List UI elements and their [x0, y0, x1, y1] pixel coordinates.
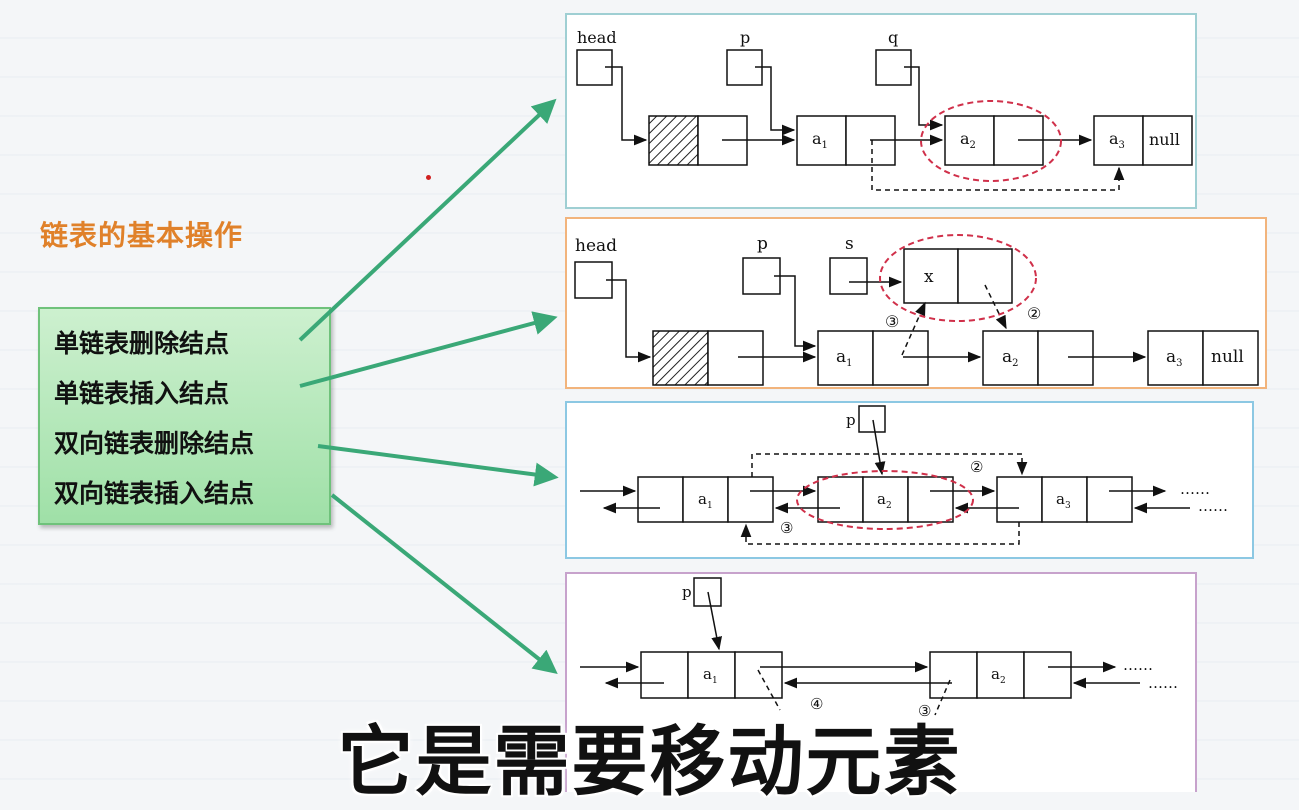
node-a2-data: [862, 476, 909, 523]
p-pointer-box: [858, 405, 886, 433]
node-a2-data: [976, 651, 1025, 699]
arrow-to-panel4: [330, 493, 558, 674]
diagram-singly-delete: [576, 49, 1193, 191]
dots-label-bottom: ……: [1148, 674, 1178, 692]
p-label: p: [846, 411, 856, 429]
step3-label: ③: [918, 702, 931, 720]
p-pointer-box: [742, 257, 781, 295]
subtitle-caption: 它是需要移动元素: [337, 717, 962, 806]
x-label: x: [924, 267, 934, 287]
arrow-to-panel1: [298, 98, 557, 342]
highlight-x: [879, 234, 1037, 322]
head-node-next: [707, 330, 764, 386]
diagram-singly-insert: [574, 234, 1259, 386]
section-title: 链表的基本操作: [40, 219, 244, 252]
s-pointer-box: [829, 257, 868, 295]
diagram-doubly-delete: [580, 405, 1190, 545]
s-label: s: [845, 234, 854, 254]
head-node-data: [648, 115, 699, 166]
node-a1-next: [872, 330, 929, 386]
a1-label: a1: [812, 129, 828, 151]
node-a3-data: [1147, 330, 1204, 386]
diagram-canvas: head p q a1 a2 a3 null head p s x: [298, 28, 1259, 720]
null-label: null: [1149, 130, 1180, 149]
arrow-to-panel2: [299, 311, 558, 388]
node-x-next: [957, 248, 1013, 304]
operations-box: 单链表删除结点 单链表插入结点 双向链表删除结点 双向链表插入结点: [38, 307, 331, 525]
null-label: null: [1211, 347, 1244, 367]
diagram-doubly-insert: [580, 577, 1140, 716]
a2-label: a2: [877, 490, 892, 511]
op-doubly-insert: 双向链表插入结点: [54, 479, 255, 508]
a2-label: a2: [991, 665, 1006, 686]
a1-label: a1: [698, 490, 713, 511]
panel-singly-delete: [565, 13, 1197, 209]
head-node-data: [652, 330, 709, 386]
highlight-a2: [920, 100, 1062, 182]
diagram3-labels: p a1 a2 a3 ② ③ …… ……: [698, 411, 1228, 537]
node-a1-data: [796, 115, 847, 166]
node-x-data: [903, 248, 959, 304]
p-label: p: [740, 28, 750, 47]
dots-label-top: ……: [1180, 480, 1210, 498]
q-label: q: [888, 28, 898, 47]
dots-label-bottom: ……: [1198, 497, 1228, 515]
op-singly-insert: 单链表插入结点: [54, 379, 230, 408]
p-label: p: [757, 234, 768, 254]
node-a2-data: [944, 115, 995, 166]
op-doubly-delete: 双向链表删除结点: [54, 429, 255, 458]
step2-label: ②: [970, 458, 983, 476]
step4-label: ④: [810, 695, 823, 713]
node-a2-next: [1037, 330, 1094, 386]
head-label: head: [577, 28, 617, 47]
node-a1-data: [817, 330, 874, 386]
a3-label: a3: [1109, 129, 1125, 151]
diagram4-labels: p a1 a2 ④ ③ …… ……: [682, 583, 1178, 720]
node-a3-next: [1202, 330, 1259, 386]
a2-label: a2: [960, 129, 976, 151]
diagram2-labels: head p s x a1 a2 a3 null ③ ②: [575, 234, 1244, 369]
arrow-to-panel3: [317, 444, 559, 487]
head-label: head: [575, 236, 617, 256]
a3-label: a3: [1166, 347, 1183, 369]
step3-label: ③: [885, 312, 899, 331]
connector-arrows: [298, 98, 559, 674]
dots-label-top: ……: [1123, 656, 1153, 674]
op-singly-delete: 单链表删除结点: [54, 329, 230, 358]
highlight-a2: [796, 470, 974, 530]
a1-label: a1: [703, 665, 718, 686]
red-dot: [426, 175, 431, 180]
p-pointer-box: [693, 577, 722, 607]
node-a3-next: [1142, 115, 1193, 166]
step2-label: ②: [1027, 304, 1041, 323]
a2-label: a2: [1002, 347, 1019, 369]
a3-label: a3: [1056, 490, 1071, 511]
a1-label: a1: [836, 347, 853, 369]
p-label: p: [682, 583, 692, 601]
diagram1-labels: head p q a1 a2 a3 null: [577, 28, 1180, 151]
step3-label: ③: [780, 519, 793, 537]
